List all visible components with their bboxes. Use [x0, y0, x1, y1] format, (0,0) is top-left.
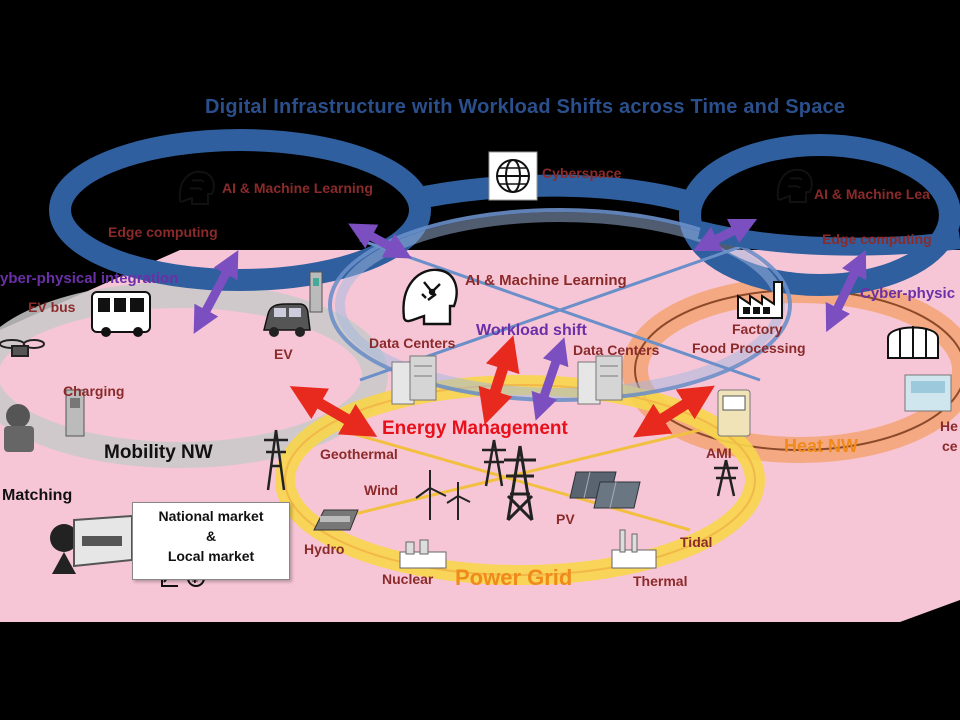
- geothermal-label: Geothermal: [320, 446, 398, 462]
- purple-arrow-workload: [531, 337, 569, 421]
- right-edge-label-2: ce: [942, 438, 958, 454]
- bus-icon: [91, 291, 151, 337]
- greenhouse-icon: [887, 326, 939, 359]
- right-edge-label-1: He: [940, 418, 958, 434]
- market-box: National market & Local market: [132, 502, 290, 580]
- wind-label: Wind: [364, 482, 399, 498]
- red-arrow-center: [478, 335, 520, 425]
- heat-nw-label: Heat NW: [784, 436, 859, 456]
- cyber-physical-left-label: yber-physical integration: [0, 270, 179, 287]
- matching-label: Matching: [2, 487, 73, 504]
- nuclear-plant-icon: [399, 539, 447, 569]
- nuclear-label: Nuclear: [382, 571, 434, 587]
- red-arrow-right: [633, 385, 715, 438]
- factory-label: Factory: [732, 321, 783, 337]
- ev-car-icon: [263, 303, 311, 337]
- pylon-icon: [504, 445, 536, 522]
- server-icon: [391, 355, 437, 405]
- pv-label: PV: [556, 511, 575, 527]
- globe-icon: [488, 151, 538, 201]
- workload-shift-label: Workload shift: [476, 322, 587, 339]
- ai-ml-center-label: AI & Machine Learning: [465, 272, 627, 289]
- food-processing-label: Food Processing: [692, 340, 806, 356]
- charger-icon: [65, 389, 85, 437]
- server-icon: [577, 355, 623, 405]
- robot-icon: [4, 404, 34, 452]
- charger-icon: [309, 271, 323, 313]
- cyberspace-label: Cyberspace: [542, 165, 622, 181]
- edge-computing-left-label: Edge computing: [108, 224, 218, 240]
- thermal-plant-icon: [611, 529, 657, 569]
- dam-icon: [313, 509, 359, 531]
- solar-panel-icon: [569, 471, 641, 509]
- operator-icon: [50, 514, 133, 574]
- purple-arrow-ring-left: [348, 223, 412, 259]
- charging-label: Charging: [63, 383, 125, 399]
- cyber-physical-right-label: Cyber-physic: [860, 285, 956, 302]
- data-centers-left-label: Data Centers: [369, 335, 456, 351]
- edge-computing-right-label: Edge computing: [822, 231, 932, 247]
- wind-turbine-icon: [446, 482, 471, 520]
- purple-arrow-left: [193, 250, 239, 334]
- brain-icon: [178, 170, 215, 205]
- market-national-label: National market: [158, 508, 264, 524]
- pylon-icon: [714, 459, 738, 497]
- purple-arrow-right: [825, 249, 867, 333]
- diagram-title: Digital Infrastructure with Workload Shi…: [205, 96, 846, 118]
- mobility-nw-label: Mobility NW: [104, 442, 213, 463]
- ev-bus-label: EV bus: [28, 299, 76, 315]
- building-icon: [904, 374, 952, 412]
- hydro-label: Hydro: [304, 541, 345, 557]
- pylon-icon: [482, 439, 506, 487]
- market-local-label: Local market: [167, 548, 255, 564]
- thermal-label: Thermal: [633, 573, 688, 589]
- tidal-label: Tidal: [680, 534, 713, 550]
- brain-icon: [776, 168, 813, 203]
- ev-label: EV: [274, 346, 293, 362]
- purple-arrow-ring-right: [692, 218, 758, 252]
- data-centers-right-label: Data Centers: [573, 342, 660, 358]
- pylon-icon: [264, 429, 288, 491]
- ami-label: AMI: [706, 445, 732, 461]
- factory-icon: [737, 281, 783, 319]
- power-grid-label: Power Grid: [455, 565, 573, 590]
- ai-ml-left-label: AI & Machine Learning: [222, 180, 373, 196]
- drone-icon: [0, 339, 45, 357]
- brain-icon: [402, 268, 458, 326]
- energy-management-label: Energy Management: [382, 418, 568, 439]
- ai-ml-right-label: AI & Machine Lea: [814, 186, 930, 202]
- wind-turbine-icon: [415, 470, 447, 520]
- meter-icon: [717, 389, 751, 437]
- market-amp-label: &: [205, 528, 217, 544]
- red-arrow-left: [289, 386, 378, 437]
